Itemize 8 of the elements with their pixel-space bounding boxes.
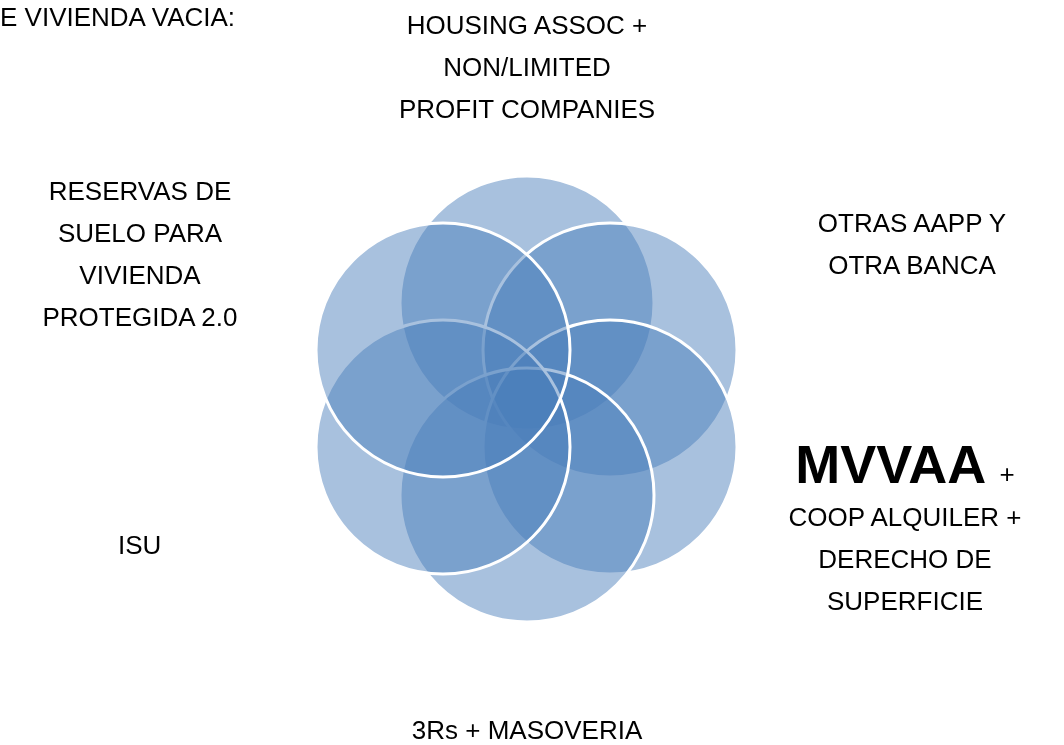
circle-caption: HOUSING ASSOC + NON/LIMITED PROFIT COMPANIES — [397, 9, 657, 126]
circle-caption: 3Rs + MASOVERIA — [410, 714, 644, 745]
heading-text: E VIVIENDA VACIA: — [0, 1, 236, 34]
circle-caption: RESERVAS DE SUELO PARA VIVIENDA PROTEGIDA 2.0 — [41, 175, 239, 334]
circle-caption: MVVAA + COOP ALQUILER + DERECHO DE SUPERFICIE — [787, 433, 1023, 618]
diagram-label: ISU — [118, 529, 162, 562]
circle-caption: OTRAS AAPP Y OTRA BANCA — [816, 207, 1008, 282]
overlapping-circle — [314, 221, 572, 479]
